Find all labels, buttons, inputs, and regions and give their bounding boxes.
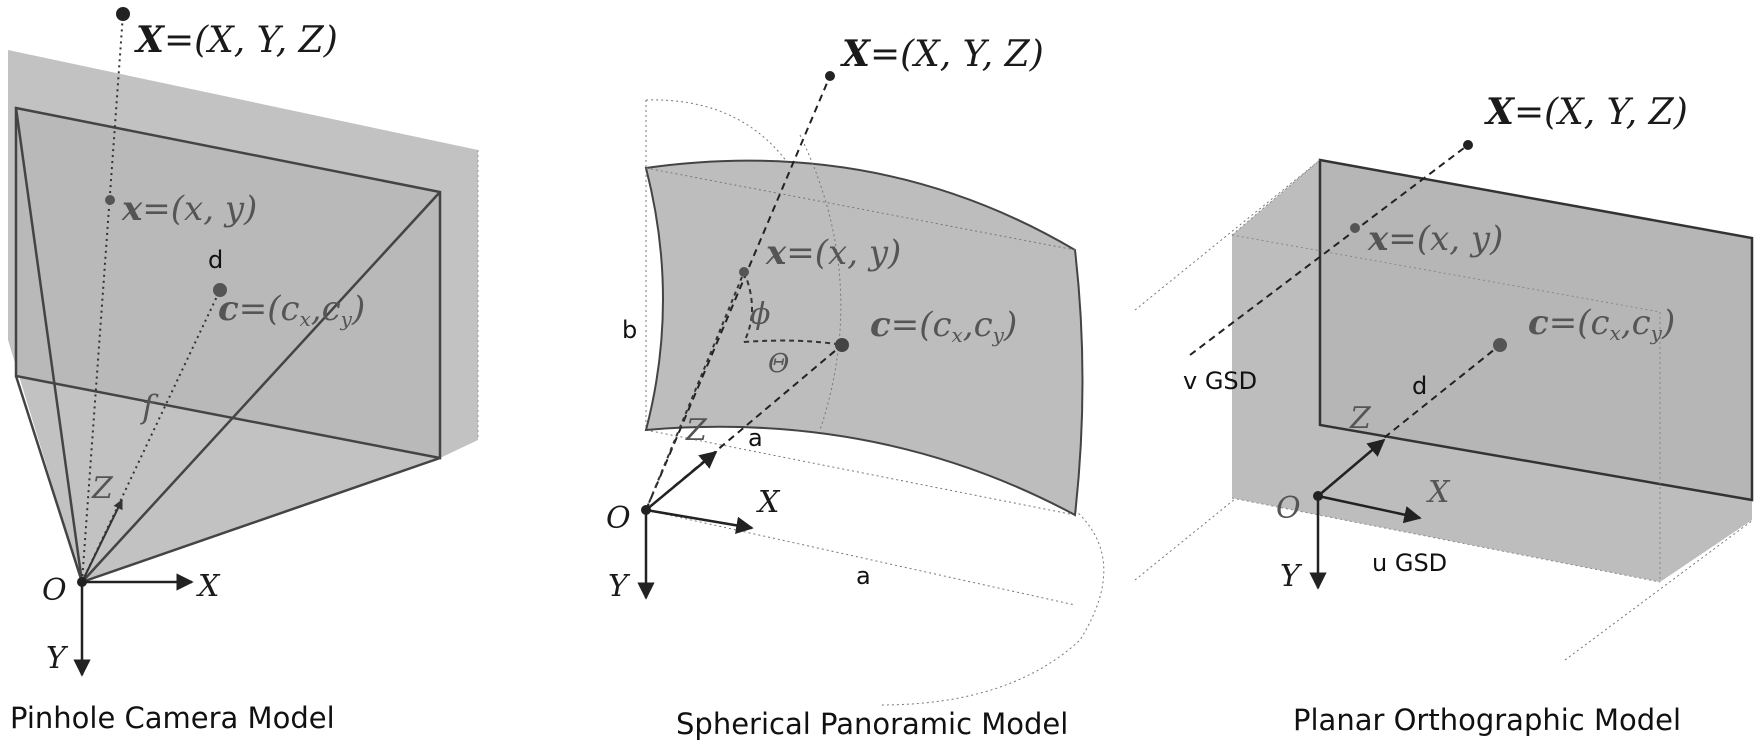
pinhole-panel: X=(X, Y, Z) x=(x, y) c=(cx,cy) d f Z X Y… [8,7,479,735]
v-gsd-label: v GSD [1183,367,1257,395]
world-point-label: X=(X, Y, Z) [1484,91,1688,133]
x-axis-arrow [645,508,754,534]
world-point [1463,140,1473,150]
x-axis-label: X [1426,475,1451,510]
phi-arc [743,271,753,343]
x-axis-label: X [196,569,221,604]
image-point [739,267,749,277]
origin-label: O [42,573,67,608]
principal-point-label: c=(cx,cy) [1528,303,1675,345]
image-point-label: x=(x, y) [1367,219,1503,259]
orthographic-panel: X=(X, Y, Z) x=(x, y) c=(cx,cy) v GSD u G… [1134,91,1754,737]
frustum-edge [81,456,441,584]
y-axis-label: Y [608,569,631,604]
frustum-edge [14,107,84,583]
image-point [1350,223,1360,233]
spherical-surface [644,159,1084,517]
image-point [105,195,115,205]
principal-point [213,283,227,297]
origin-point [1313,491,1323,501]
principal-point-label: c=(cx,cy) [870,305,1017,347]
guide-arc [879,509,1105,706]
z-axis-arrow [1317,438,1386,497]
frustum-edge [14,375,84,583]
origin-point [641,505,651,515]
theta-arc [743,339,843,346]
z-axis-label: Z [685,413,708,448]
a-label-outer: a [856,562,871,590]
b-label: b [622,316,637,344]
principal-ray [1374,344,1501,446]
guide-line [645,509,1076,606]
z-axis-label: Z [1349,401,1372,436]
a-label-inner: a [748,424,763,452]
guide-arc [645,99,844,431]
pinhole-caption: Pinhole Camera Model [10,701,335,735]
x-axis-label: X [756,485,781,520]
orthographic-caption: Planar Orthographic Model [1293,703,1681,737]
world-point [825,71,835,81]
y-axis-label: Y [46,641,69,676]
world-point-label: X=(X, Y, Z) [134,19,338,61]
projection-ray [81,13,124,583]
origin-point [77,577,87,587]
projection-ray [1189,144,1469,356]
z-axis-label: Z [91,471,114,506]
spherical-panel: X=(X, Y, Z) x=(x, y) c=(cx,cy) ϕ Θ b a a… [606,33,1105,741]
theta-label: Θ [768,349,789,379]
spherical-caption: Spherical Panoramic Model [676,707,1068,741]
principal-point [1493,338,1507,352]
world-point-label: X=(X, Y, Z) [840,33,1044,75]
frustum-edge [81,191,441,583]
distance-label: d [1412,372,1427,400]
x-axis-arrow [1317,494,1422,524]
guide-line [1564,519,1754,661]
origin-label: O [1276,491,1301,526]
image-point-label: x=(x, y) [765,233,901,273]
image-point-label: x=(x, y) [121,189,257,229]
box-edge [1231,159,1321,236]
z-axis-arrow [81,499,123,583]
z-axis-arrow [645,450,718,511]
y-axis-label: Y [1280,559,1303,594]
phi-label: ϕ [750,297,770,332]
orthographic-image-plane [1318,158,1754,502]
principal-point-label: c=(cx,cy) [218,289,365,331]
distance-label: d [208,246,223,274]
origin-label: O [606,501,631,536]
image-ray [645,271,745,511]
principal-point [835,338,849,352]
projection-ray [645,75,831,511]
u-gsd-label: u GSD [1372,549,1447,577]
guide-arc [799,134,842,431]
world-point [116,7,130,21]
